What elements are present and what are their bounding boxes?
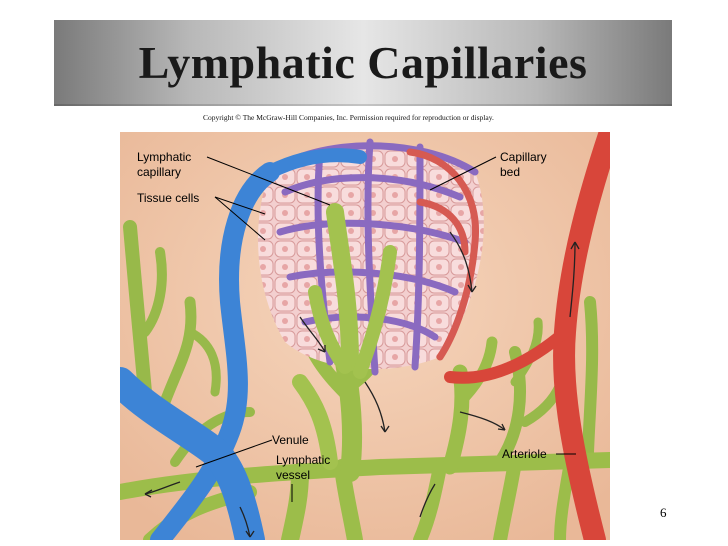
leader-capillary-bed <box>429 156 497 191</box>
copyright-notice: Copyright © The McGraw-Hill Companies, I… <box>203 113 494 122</box>
label-lymphatic-vessel: Lymphatic vessel <box>276 453 330 483</box>
leader-tissue-cells-1 <box>214 196 266 215</box>
leader-venule <box>195 439 273 468</box>
label-capillary-bed: Capillary bed <box>500 150 547 180</box>
lymphatic-capillary-tips <box>292 203 397 470</box>
label-venule: Venule <box>272 433 309 447</box>
label-capillary-bed-line2: bed <box>500 165 521 179</box>
leader-lymphatic-capillary <box>206 156 331 206</box>
lymphatic-capillaries-illustration <box>120 132 610 540</box>
venule <box>120 148 367 540</box>
page-number: 6 <box>660 505 667 520</box>
slide-title: Lymphatic Capillaries <box>138 37 588 88</box>
arteriole <box>444 132 610 540</box>
flow-arrows <box>144 231 580 538</box>
label-capillary-bed-line1: Capillary <box>500 150 547 164</box>
label-lymphatic-capillary-line2: capillary <box>137 165 182 179</box>
label-lymphatic-capillary: Lymphatic capillary <box>137 150 191 180</box>
label-tissue-cells: Tissue cells <box>137 191 200 205</box>
label-lymphatic-capillary-line1: Lymphatic <box>137 150 192 164</box>
label-lymphatic-vessel-line2: vessel <box>276 468 311 482</box>
title-bar: Lymphatic Capillaries <box>54 20 672 106</box>
label-lymphatic-vessel-line1: Lymphatic <box>276 453 331 467</box>
label-arteriole: Arteriole <box>502 447 547 461</box>
leader-lines <box>195 156 576 502</box>
leader-tissue-cells-2 <box>214 196 266 241</box>
